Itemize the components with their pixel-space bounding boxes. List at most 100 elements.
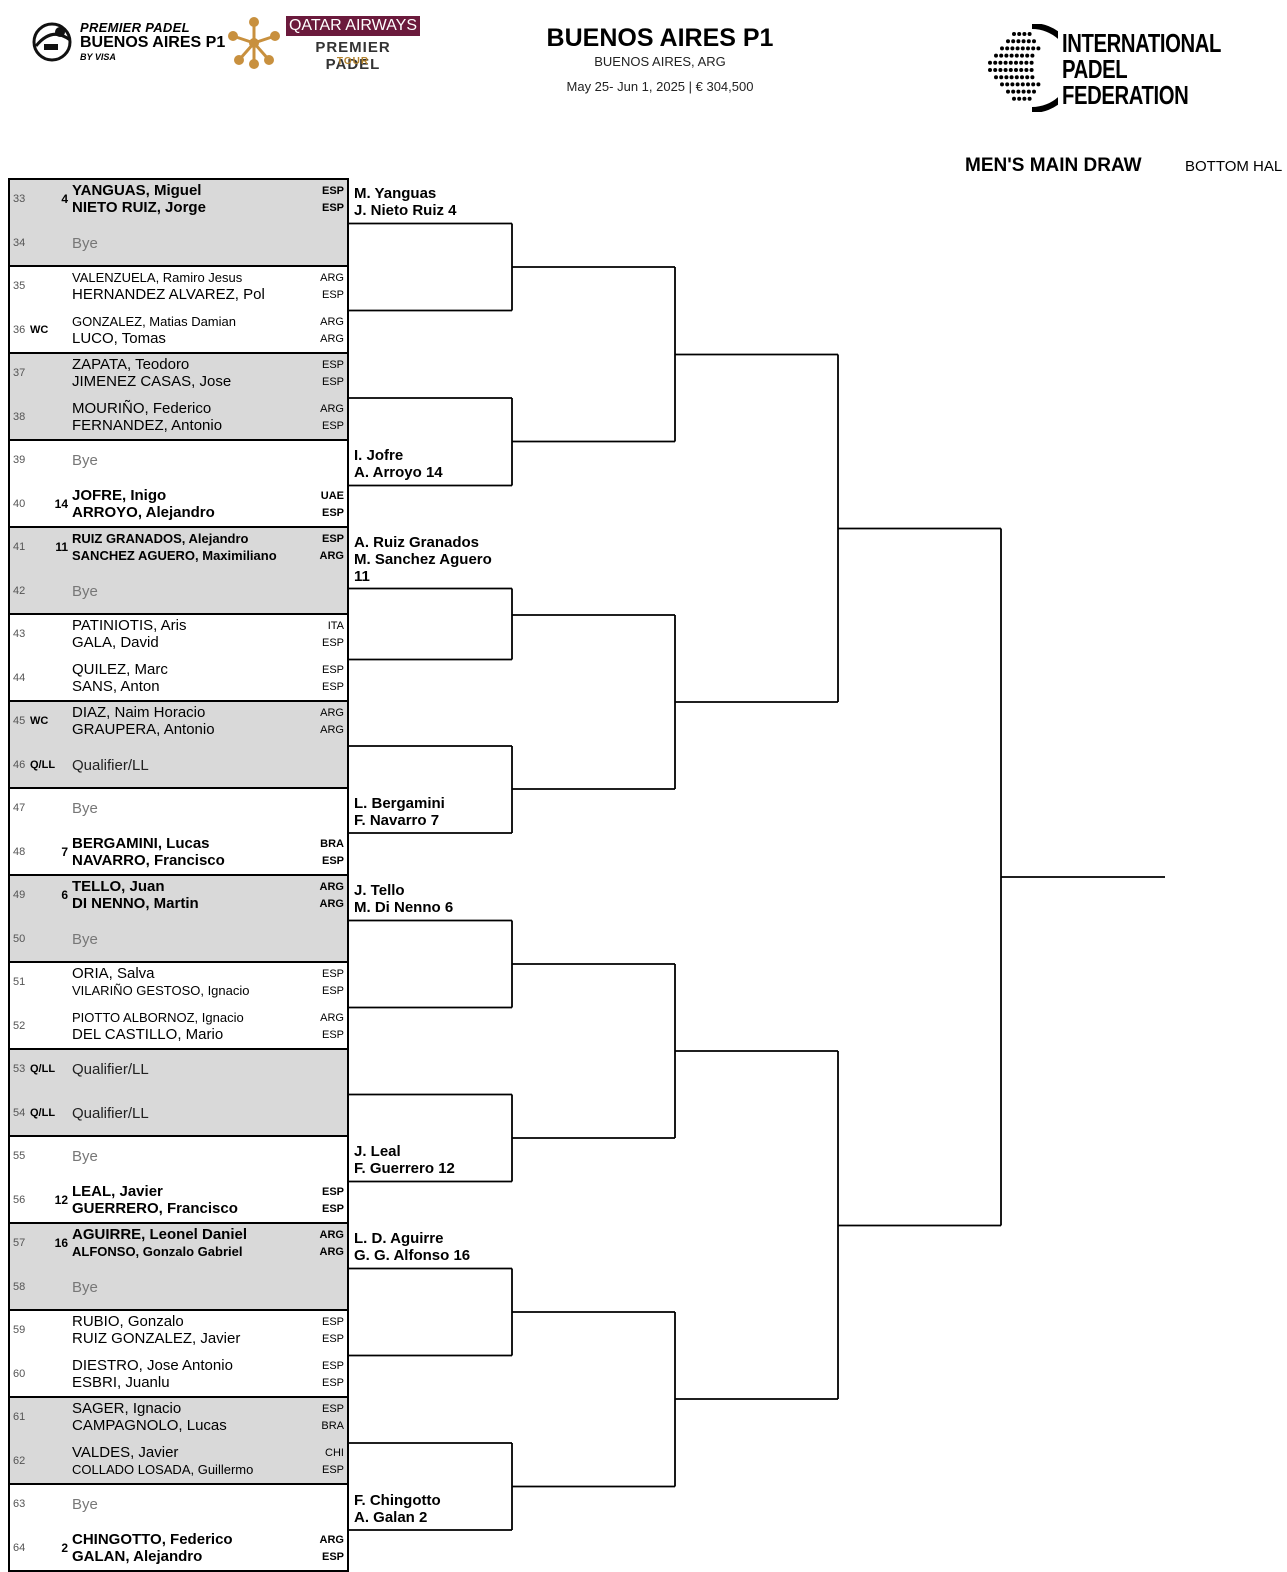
player2-name: RUIZ GONZALEZ, Javier — [72, 1330, 241, 1347]
seed-number: 16 — [54, 1236, 68, 1250]
entry-tag: Q/LL — [30, 1106, 56, 1119]
entry-number: 63 — [13, 1498, 26, 1510]
ipf-dot — [1014, 68, 1018, 72]
bye-label: Bye — [72, 582, 98, 600]
player1-name: TELLO, Juan — [72, 878, 165, 895]
ipf-dot — [1008, 60, 1013, 65]
player1-country: ESP — [321, 968, 344, 980]
ipf-dot — [1005, 46, 1010, 51]
player1-name: MOURIÑO, Federico — [72, 399, 212, 417]
ipf-dot — [1010, 46, 1015, 51]
ipf-dot — [1004, 75, 1009, 80]
player2-name: NAVARRO, Francisco — [72, 851, 225, 869]
ipf-dot — [1019, 60, 1024, 65]
bye-label: Bye — [72, 800, 98, 817]
player1-name: YANGUAS, Miguel — [72, 182, 202, 199]
player2-name: ALFONSO, Gonzalo Gabriel — [72, 1244, 243, 1259]
seed-number: 7 — [61, 844, 68, 859]
player1-country: ARG — [319, 881, 344, 893]
bye-label: Bye — [72, 1496, 98, 1513]
ipf-dot — [1032, 39, 1036, 44]
winner-line3: 11 — [354, 568, 370, 585]
player1-name: LEAL, Javier — [72, 1182, 163, 1200]
bye-label: Bye — [72, 452, 98, 469]
player2-name: HERNANDEZ ALVAREZ, Pol — [72, 286, 265, 303]
winner-line1: F. Chingotto — [354, 1492, 441, 1509]
winner-line2: A. Arroyo 14 — [354, 464, 443, 481]
entry-number: 54 — [13, 1106, 26, 1119]
player2-country: ESP — [321, 637, 344, 649]
winner-line1: J. Leal — [354, 1143, 401, 1160]
player1-country: ESP — [321, 359, 344, 371]
entry-number: 40 — [13, 497, 26, 510]
winner-line1: L. Bergamini — [354, 795, 445, 812]
qualifier-label: Qualifier/LL — [72, 1061, 149, 1078]
ipf-dot — [1021, 39, 1026, 44]
draw-entry: 63 Bye — [0, 1483, 349, 1527]
ipf-dot — [1020, 46, 1025, 51]
player2-country: ESP — [321, 1028, 344, 1041]
ipf-dot — [1017, 96, 1022, 101]
entry-number: 57 — [13, 1237, 26, 1249]
qualifier-label: Qualifier/LL — [72, 756, 149, 774]
entry-number: 41 — [13, 541, 26, 553]
ipf-dot — [1024, 68, 1029, 72]
player1-name: QUILEZ, Marc — [72, 660, 168, 678]
player1-country: ESP — [321, 1359, 344, 1372]
ipf-ball-icon — [988, 24, 1058, 112]
entry-number: 48 — [13, 845, 26, 858]
ipf-dot — [999, 53, 1004, 58]
tour-label: TOUR — [336, 56, 370, 67]
ipf-dot — [1026, 82, 1030, 87]
entry-tag: Q/LL — [30, 1063, 56, 1075]
player2-country: ARG — [319, 1246, 344, 1258]
winner-line2: M. Sanchez Aguero — [354, 551, 492, 568]
ipf-dot — [1014, 60, 1018, 65]
match-block — [8, 1048, 349, 1137]
ipf-dot — [1036, 46, 1041, 51]
ipf-dot — [1021, 89, 1026, 94]
player2-name: GALA, David — [72, 634, 159, 651]
player1-country: CHI — [325, 1446, 344, 1459]
ipf-dot — [1022, 96, 1027, 101]
player1-name: DIESTRO, Jose Antonio — [72, 1356, 233, 1374]
player2-country: BRA — [321, 1420, 344, 1432]
ipf-dot — [1000, 46, 1004, 51]
player1-name: JOFRE, Inigo — [72, 486, 167, 504]
player1-country: ESP — [321, 533, 344, 545]
player1-name: ZAPATA, Teodoro — [72, 356, 190, 373]
qatar-airways-label: QATAR AIRWAYS — [286, 16, 420, 36]
player2-country: ESP — [321, 680, 344, 693]
player2-country: ESP — [321, 419, 344, 432]
entry-number: 43 — [13, 628, 26, 640]
ipf-dot — [1024, 60, 1029, 65]
logo1-line1: PREMIER PADEL — [80, 20, 190, 35]
entry-number: 44 — [13, 671, 26, 684]
premier-padel-buenos-aires-logo: PREMIER PADEL BUENOS AIRES P1 BY VISA — [30, 18, 225, 68]
ipf-dot — [1031, 82, 1036, 87]
entry-number: 51 — [13, 976, 26, 988]
player1-name: PATINIOTIS, Aris — [72, 617, 187, 634]
ipf-dot — [993, 68, 998, 72]
entry-number: 36 — [13, 323, 26, 336]
logo1-line2: BUENOS AIRES P1 — [80, 34, 226, 51]
premier-padel-label: PREMIER PADEL — [315, 39, 391, 73]
ipf-dot — [1015, 82, 1020, 87]
ipf-dot — [993, 60, 998, 65]
ipf-dot — [1025, 53, 1030, 58]
